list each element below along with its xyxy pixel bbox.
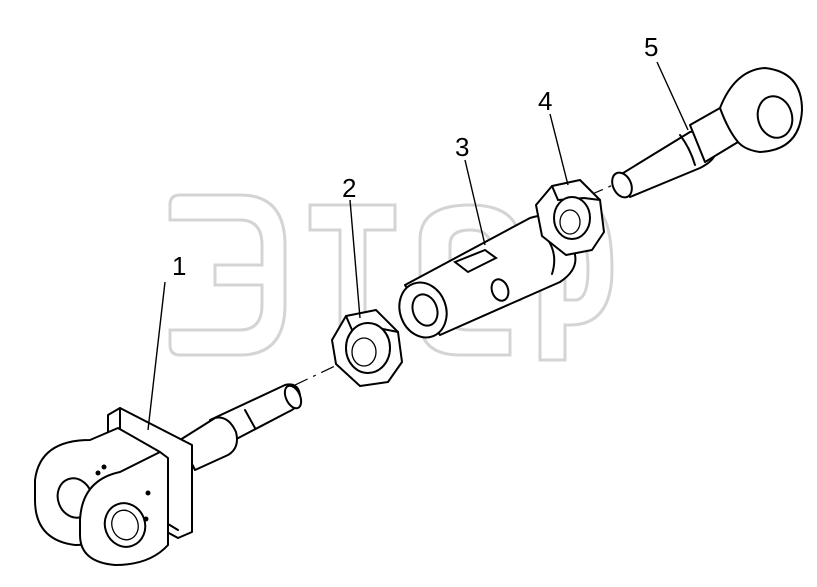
- leader-line-4: [549, 113, 569, 186]
- leader-line-2: [349, 199, 361, 319]
- callout-2: 2: [342, 173, 356, 203]
- assembly-axis: [294, 365, 336, 386]
- part-hex-nut-upper: [535, 179, 605, 256]
- callout-3: 3: [455, 132, 469, 162]
- leader-line-3: [464, 159, 486, 246]
- callout-5: 5: [644, 32, 658, 62]
- callout-4: 4: [538, 86, 552, 116]
- part-clevis: [34, 383, 303, 566]
- part-sleeve: [398, 214, 577, 339]
- callout-1: 1: [172, 251, 186, 281]
- assembly-axis-upper: [589, 181, 621, 196]
- leader-line-5: [656, 61, 689, 131]
- part-hex-nut-lower: [331, 309, 403, 387]
- part-eye-bolt: [611, 67, 803, 199]
- leader-line-1: [147, 281, 166, 431]
